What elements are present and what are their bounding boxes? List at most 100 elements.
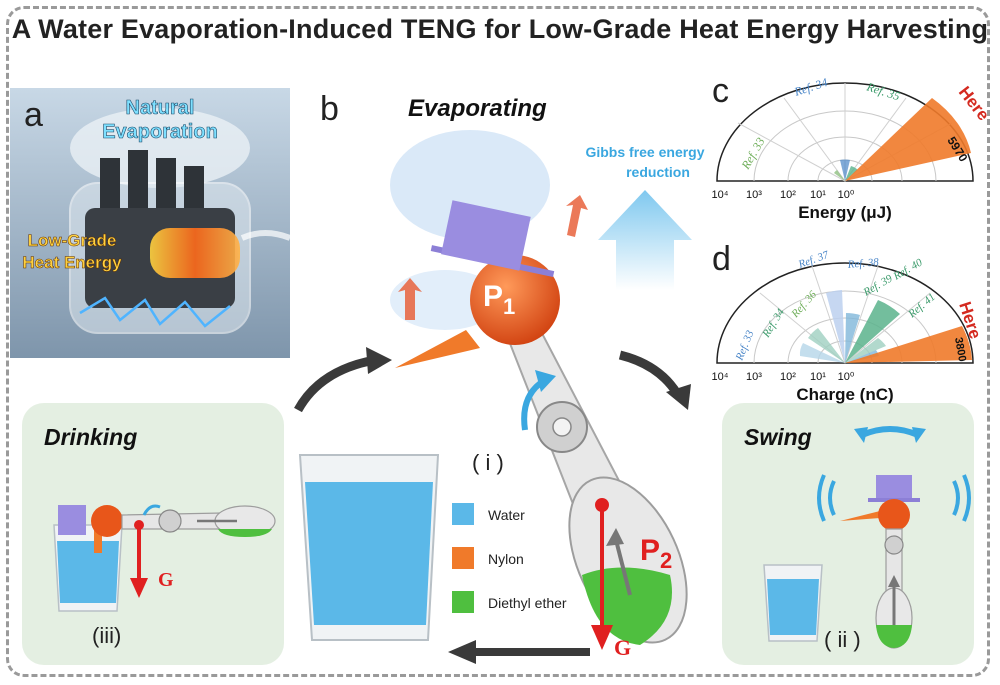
legend-swatch-diethyl-ether (452, 591, 474, 613)
panel-d-sector-ref37 (826, 290, 845, 363)
drinking-bearing (158, 509, 182, 533)
cycle-arrow-evaporating-to-swing (618, 350, 682, 398)
swing-arc-head-left (854, 427, 868, 443)
stage-ii-label: ( ii ) (824, 627, 861, 652)
rotation-arrow-head (535, 370, 556, 392)
swing-bearing (884, 535, 904, 555)
legend-label-nylon: Nylon (488, 551, 524, 567)
p2-direction-arrow (614, 539, 632, 596)
swing-arc-head-right (912, 427, 926, 443)
panel-d-sector-ref38 (845, 313, 860, 363)
panel-c-tick-2: 10³ (746, 189, 762, 201)
cycle-arrow-head-1 (366, 347, 392, 374)
swing-wave-right-2 (962, 474, 971, 522)
hat-top (441, 200, 531, 271)
panel-label-b: b (320, 90, 339, 128)
drinking-rotation-arrow (142, 504, 161, 516)
drinking-title: Drinking (44, 424, 137, 450)
cycle-arrow-drinking-to-evaporating (294, 355, 376, 413)
panel-d-ref-38: Ref. 38 (846, 256, 880, 271)
swing-hat (876, 475, 912, 499)
panel-d-tick-1: 10⁴ (712, 371, 729, 383)
drinking-head (91, 505, 123, 537)
engine-stack-4 (184, 166, 204, 208)
pivot-bearing-center (552, 417, 572, 437)
panel-c-here-label: Here (955, 83, 990, 124)
panel-d-sector-here (845, 326, 972, 363)
p1-label: P1 (483, 280, 515, 319)
swing-wave-left-1 (828, 480, 836, 516)
panel-d-sector-ref41 (845, 350, 879, 363)
swing-wave-left-2 (817, 474, 826, 522)
cycle-arrow-head-3 (448, 640, 476, 664)
swing-wave-right-1 (952, 480, 960, 516)
heat-energy-label-1: Low-Grade (28, 231, 117, 250)
panel-c-tick-3: 10² (780, 189, 796, 201)
swing-inner-arrow-head (888, 575, 900, 587)
p2-arrow-head (606, 528, 624, 546)
swing-arc-arrow (860, 426, 920, 438)
stage-iii-label: (iii) (92, 623, 121, 648)
heat-energy-label-2: Heat Energy (22, 253, 122, 272)
engine-stack-1 (100, 158, 120, 208)
panel-c-xlabel: Energy (μJ) (798, 203, 892, 222)
evaporating-label: Evaporating (408, 95, 547, 122)
panel-label-c: c (712, 72, 729, 110)
panel-c-tick-5: 10⁰ (838, 189, 855, 201)
legend-swatch-nylon (452, 547, 474, 569)
swing-water (767, 579, 819, 635)
panel-c-sector-ref35 (845, 166, 858, 181)
water-in-glass (305, 482, 433, 625)
outer-frame (6, 6, 990, 677)
natural-evaporation-label-1: Natural (126, 97, 195, 119)
drinking-panel: Drinking G (iii) (22, 403, 284, 665)
panel-c-tick-4: 10¹ (810, 189, 826, 201)
drinking-gravity-label: G (158, 569, 174, 591)
panel-d-sector-ref39 (845, 300, 900, 363)
legend-label-diethyl-ether: Diethyl ether (488, 595, 567, 611)
vapor-cloud-lower (390, 270, 500, 330)
panel-c-polar-chart: 5970 Ref. 33 Ref. 34 Ref. 35 Here 10⁴ 10… (712, 75, 990, 222)
panel-d-tick-4: 10¹ (810, 371, 826, 383)
panel-d-polar-chart: 3800 Ref. 33 Ref. 34 Ref. 36 Ref. 37 Ref… (712, 249, 985, 404)
swing-panel: Swing ( ii ) (722, 403, 974, 665)
panel-d-sector-ref36 (808, 328, 845, 363)
p2-label: P2 (640, 534, 672, 573)
engine-stack-3 (156, 158, 176, 208)
gravity-label: G (614, 635, 631, 660)
panel-d-tick-5: 10⁰ (838, 371, 855, 383)
panel-label-a: a (24, 96, 43, 134)
panel-d-xlabel: Charge (nC) (796, 385, 893, 404)
gravity-arrow-head (591, 625, 613, 650)
gibbs-label-1: Gibbs free energy (585, 144, 704, 160)
swing-ether (876, 625, 912, 648)
panel-c-sector-ref34 (840, 159, 850, 181)
drinking-ether (218, 529, 272, 537)
panel-d-sector-ref34 (799, 343, 845, 363)
panel-c-tick-1: 10⁴ (712, 189, 729, 201)
drinking-water (57, 541, 119, 603)
evaporation-arrow-left (398, 278, 422, 320)
evaporation-arrow-right (566, 195, 588, 237)
stage-i-label: ( i ) (472, 450, 504, 475)
panel-d-tick-2: 10³ (746, 371, 762, 383)
natural-evaporation-label-2: Evaporation (102, 121, 218, 143)
heat-glow (150, 228, 240, 278)
cycle-arrow-head-2 (666, 384, 691, 410)
figure-title: A Water Evaporation-Induced TENG for Low… (11, 14, 989, 44)
panel-c-sector-here (845, 98, 971, 181)
gibbs-energy-arrow (598, 190, 692, 290)
electric-arcs (79, 296, 231, 328)
drinking-gravity-arrow-head (130, 578, 148, 598)
steam-jet (240, 230, 290, 241)
panel-label-d: d (712, 240, 731, 278)
panel-d-sector-ref40 (845, 338, 886, 363)
engine-stack-2 (128, 150, 148, 208)
panel-d-grid (716, 262, 974, 364)
bird-beak (395, 330, 480, 368)
legend-swatch-water (452, 503, 474, 525)
swing-head (878, 499, 910, 531)
legend-label-water: Water (488, 507, 525, 523)
panel-a-illustration: Natural Evaporation Low-Grade Heat Energ… (10, 88, 290, 358)
